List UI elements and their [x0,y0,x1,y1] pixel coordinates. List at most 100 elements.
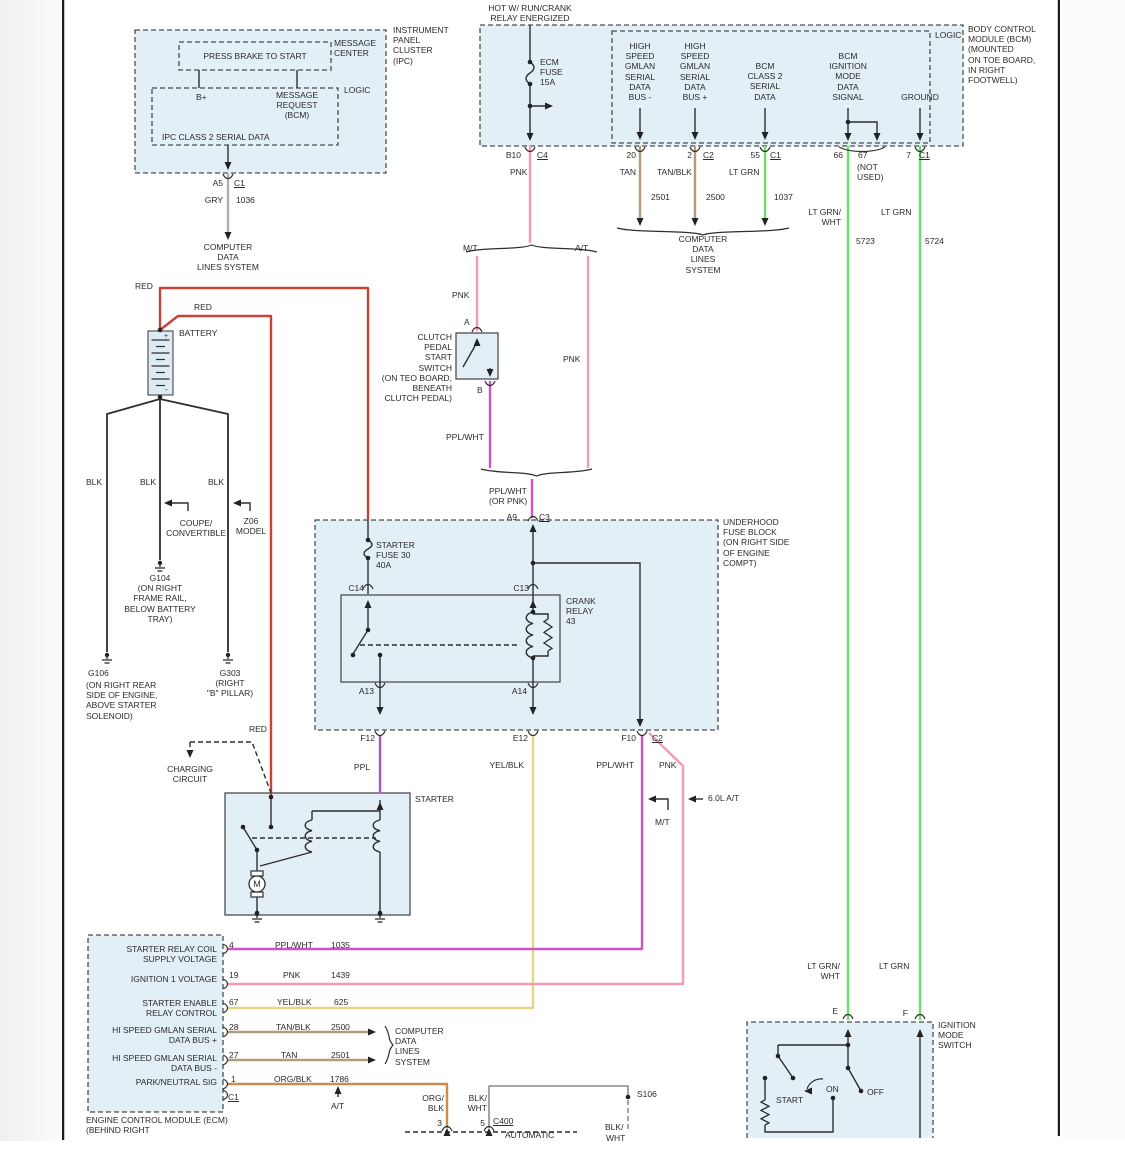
junction-dot [157,327,163,333]
arrowhead [844,133,852,141]
arrowhead [233,499,241,507]
connection-line [764,1098,834,1133]
arrowhead [164,499,172,507]
arrowhead [636,719,644,727]
wire-blk-g303 [159,398,229,652]
junction-dot [377,652,383,658]
junction-dot [377,910,383,916]
connector-pin [759,146,771,153]
arrowhead [376,802,384,810]
arrowhead [486,369,494,377]
brace [616,227,790,236]
connector-pin [222,1054,229,1066]
page-left-margin [0,0,62,1165]
arrowhead [916,1029,924,1037]
connector-pin [222,1078,229,1090]
connector-pin [441,1125,453,1132]
junction-dot [254,847,260,853]
arrowhead [648,795,656,803]
arrowhead [688,795,696,803]
connector-pin [484,380,496,387]
connection-line [166,502,189,511]
junction-dot [268,824,274,830]
arrowhead [443,1128,451,1136]
connector-pin [634,146,646,153]
arrowhead [844,1029,852,1037]
arrowhead [224,232,232,240]
starter-fuse-symbol [363,539,373,559]
junction-dot [527,81,533,87]
wire-blkwht-c400 [488,1085,629,1128]
junction-dot [254,910,260,916]
wire-blk-g106 [106,398,161,652]
connector-pin [222,1089,229,1101]
connector-pin [689,146,701,153]
ipc-logic-box [151,87,339,146]
arrowhead [916,133,924,141]
connector-pin [527,730,539,737]
starter-motor-symbol [250,870,264,877]
wire-orgblk-1786 [228,1082,449,1128]
arrowhead [364,600,372,608]
connection-line [847,1067,862,1092]
arrowhead [368,1028,376,1036]
junction-dot [527,59,533,65]
bcm-logic-box [611,30,931,144]
junction-dot [625,1094,631,1100]
start-return-arc [806,1078,824,1090]
junction-dot [858,1088,864,1094]
wire-pplwht-1035 [228,735,644,951]
connection-line [242,826,258,851]
arrowhead [529,524,537,532]
connection-line [259,851,313,867]
junction-dot [530,655,536,661]
connection-line [533,613,549,619]
battery-symbol [147,330,174,396]
brace [480,468,593,477]
page-right-margin [1061,0,1125,1165]
motor-letter: M [253,879,261,889]
arrowhead [636,218,644,226]
arrowhead [485,1128,493,1136]
connection-line [352,629,369,655]
arrowhead [186,750,194,758]
connector-pin [222,173,234,180]
ipc-box [134,29,387,174]
crank-relay-box [340,594,561,683]
crank-relay-resistor [542,618,554,652]
junction-dot [845,1065,851,1071]
junction-dot [527,103,533,109]
page-edge-right [1058,0,1060,1136]
connector-pin [483,1125,495,1132]
arrowhead [804,1087,812,1095]
connection-line [462,345,476,368]
connection-line [848,121,878,135]
bcm-box [479,24,964,147]
underhood-fuse-block-box [314,519,719,731]
junction-dot [365,555,371,561]
crank-relay-coil [525,611,534,659]
press-brake-message-box [178,41,332,71]
junction-dot [530,560,536,566]
connector-pin [914,146,926,153]
wire-red-to-fuse [158,286,370,520]
arrowhead [545,102,553,110]
connector-pin [222,943,229,955]
wire-pnk-1439 [228,732,685,986]
brace [384,1025,394,1065]
connector-pin [222,978,229,990]
connector-pin [527,515,539,522]
connector-pin [842,1013,854,1020]
arrowhead [376,707,384,715]
arrowhead [691,218,699,226]
starter-motor-symbol [248,875,266,893]
wire-yelblk-625 [228,735,535,1010]
arrowhead [334,1086,342,1094]
junction-dot [530,609,536,615]
connection-line [533,562,641,720]
connector-pin [222,1026,229,1038]
junction-dot [365,627,371,633]
arrowhead [761,218,769,226]
